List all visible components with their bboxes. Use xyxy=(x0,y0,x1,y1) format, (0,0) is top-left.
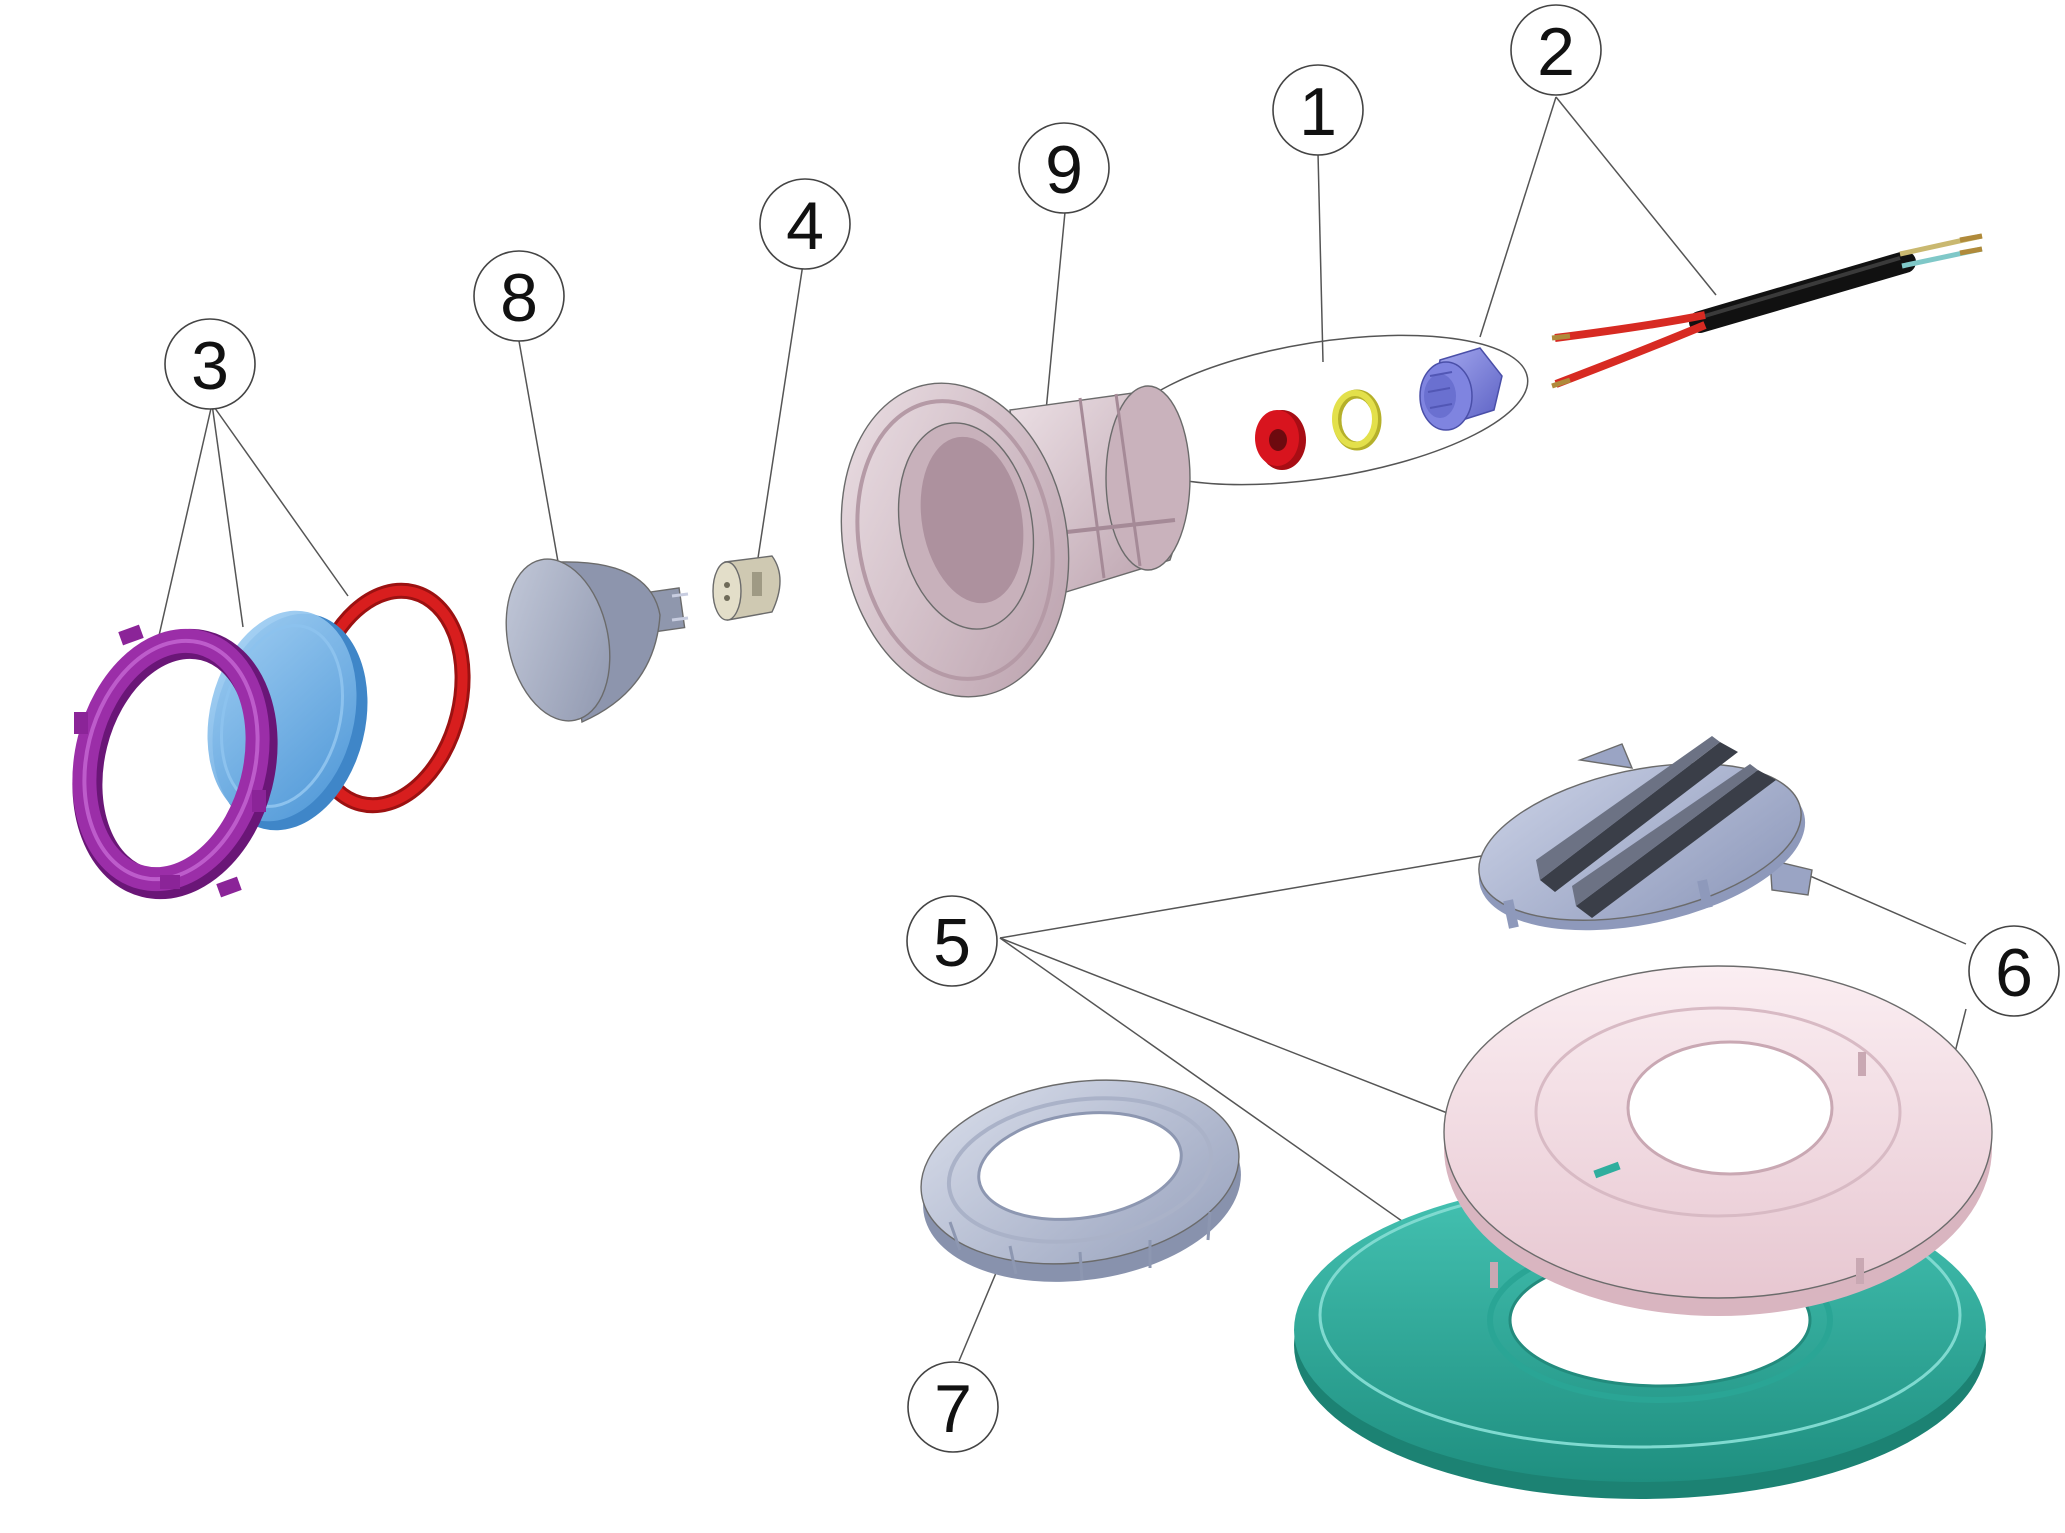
leader-lines xyxy=(157,96,1967,1362)
leader-5c xyxy=(999,937,1464,1265)
callout-7-label: 7 xyxy=(934,1371,972,1447)
locking-ring-purple xyxy=(72,624,278,900)
callout-3-label: 3 xyxy=(191,328,229,404)
callout-5: 5 xyxy=(906,895,998,987)
leader-2a xyxy=(1479,96,1557,338)
washer-yellow xyxy=(1332,389,1382,451)
callout-6-label: 6 xyxy=(1995,935,2033,1011)
callout-3: 3 xyxy=(164,318,256,410)
callout-2-label: 2 xyxy=(1537,14,1575,90)
callout-6: 6 xyxy=(1968,925,2060,1017)
part-3-lens-assembly xyxy=(72,582,471,900)
leader-8 xyxy=(518,340,564,591)
leader-3c xyxy=(211,403,349,597)
leader-9 xyxy=(1043,211,1066,433)
leader-5b xyxy=(999,937,1479,1126)
callout-8: 8 xyxy=(473,250,565,342)
part-1-cable-gland-set xyxy=(1255,347,1503,470)
callout-4-label: 4 xyxy=(786,188,824,264)
callout-5-label: 5 xyxy=(933,905,971,981)
leader-5a xyxy=(999,854,1488,939)
callout-1: 1 xyxy=(1272,64,1364,156)
callout-9: 9 xyxy=(1018,122,1110,214)
seal-red xyxy=(1255,410,1306,470)
part-2-cable xyxy=(1551,233,1983,389)
callout-8-label: 8 xyxy=(500,260,538,336)
callout-4: 4 xyxy=(759,178,851,270)
part-8-lamp xyxy=(505,558,689,724)
leader-1 xyxy=(1317,152,1324,363)
part-5-clip xyxy=(1478,736,1813,931)
part-9-niche xyxy=(840,382,1191,698)
leader-4 xyxy=(757,263,804,559)
part-4-connector xyxy=(712,555,781,621)
part-7-nut xyxy=(920,1079,1241,1282)
part-5-trim-pink xyxy=(1443,965,1993,1316)
callout-1-label: 1 xyxy=(1299,74,1337,150)
callout-2: 2 xyxy=(1510,4,1602,96)
callout-9-label: 9 xyxy=(1045,132,1083,208)
gland-blue xyxy=(1419,347,1503,431)
leader-3a xyxy=(157,403,213,641)
leader-2b xyxy=(1555,96,1717,296)
callout-7: 7 xyxy=(907,1361,999,1453)
leader-3b xyxy=(211,403,244,628)
